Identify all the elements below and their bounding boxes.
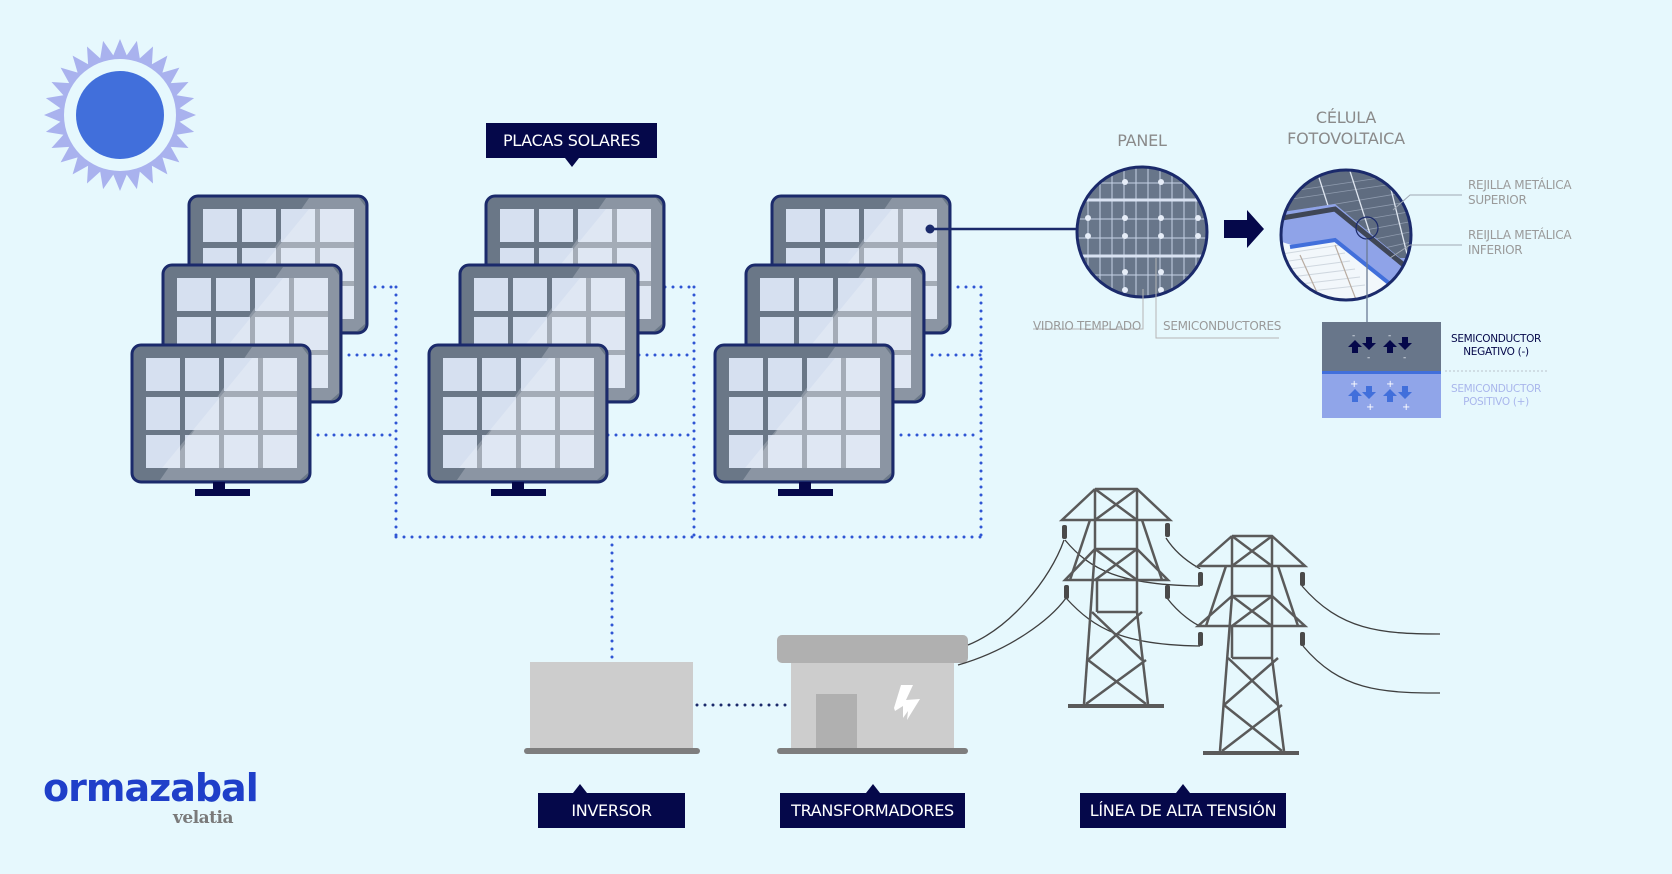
label-inverter: INVERSOR <box>538 784 685 828</box>
pointer-up-icon <box>1176 784 1190 793</box>
label-transformers: TRANSFORMADORES <box>780 784 965 828</box>
label-high-voltage-line-text: LÍNEA DE ALTA TENSIÓN <box>1089 801 1277 820</box>
power-cables <box>957 537 1441 694</box>
logo-brand: ormazabal <box>43 766 259 810</box>
positive-line1: SEMICONDUCTOR <box>1450 383 1542 395</box>
semiconductor-layers: - - - - + + + + <box>1322 322 1548 418</box>
positive-line2: POSITIVO (+) <box>1463 396 1529 408</box>
pointer-up-icon <box>573 784 587 793</box>
solar-panel <box>713 343 895 484</box>
svg-text:+: + <box>1350 379 1358 390</box>
label-inverter-text: INVERSOR <box>571 801 652 820</box>
solar-panel-group-3 <box>713 194 952 496</box>
solar-panel <box>427 343 609 484</box>
panel-stand <box>213 482 225 490</box>
upper-grid-line2: SUPERIOR <box>1468 193 1527 207</box>
panel-title: PANEL <box>1117 131 1167 150</box>
solar-panel-group-2 <box>427 194 666 496</box>
transformer <box>777 635 968 754</box>
cell-title: CÉLULA FOTOVOLTAICA <box>1276 107 1416 149</box>
upper-grid-label: REJILLA METÁLICA SUPERIOR <box>1468 178 1572 208</box>
label-high-voltage-line: LÍNEA DE ALTA TENSIÓN <box>1080 784 1286 828</box>
solar-panel-group-1 <box>130 194 369 496</box>
arrow-right-icon <box>1224 210 1264 248</box>
cell-title-line2: FOTOVOLTAICA <box>1287 129 1405 148</box>
negative-semiconductor-label: SEMICONDUCTOR NEGATIVO (-) <box>1448 333 1544 359</box>
sun-disc <box>76 71 164 159</box>
svg-text:-: - <box>1352 331 1355 341</box>
panel-stand <box>799 482 811 490</box>
label-transformers-text: TRANSFORMADORES <box>791 801 954 820</box>
lower-grid-line1: REIJLLA METÁLICA <box>1468 228 1572 242</box>
label-solar-panels-text: PLACAS SOLARES <box>502 131 641 150</box>
semiconductors-label: SEMICONDUCTORES <box>1163 319 1282 333</box>
positive-semiconductor-label: SEMICONDUCTOR POSITIVO (+) <box>1448 383 1544 409</box>
sun-icon <box>44 39 196 191</box>
transmission-tower-2 <box>1194 534 1309 752</box>
panel-magnifier <box>1033 165 1279 339</box>
upper-grid-line1: REJILLA METÁLICA <box>1468 178 1572 192</box>
lower-grid-label: REIJLLA METÁLICA INFERIOR <box>1468 228 1572 258</box>
pointer-up-icon <box>866 784 880 793</box>
svg-text:+: + <box>1366 402 1374 413</box>
transmission-tower-1 <box>1058 487 1174 706</box>
negative-line2: NEGATIVO (-) <box>1463 346 1529 358</box>
svg-text:+: + <box>1402 402 1410 413</box>
lightning-icon <box>894 685 920 720</box>
svg-text:+: + <box>1386 379 1394 390</box>
svg-text:-: - <box>1403 353 1406 363</box>
negative-line1: SEMICONDUCTOR <box>1450 333 1542 345</box>
positive-layer <box>1322 374 1441 418</box>
cell-title-line1: CÉLULA <box>1315 108 1377 127</box>
svg-text:-: - <box>1367 353 1370 363</box>
negative-layer <box>1322 322 1441 371</box>
logo-parent: velatia <box>173 808 234 828</box>
solar-panel <box>130 343 312 484</box>
panel-stand <box>512 482 524 490</box>
svg-text:-: - <box>1388 331 1391 341</box>
dc-wiring <box>308 285 983 660</box>
label-solar-panels: PLACAS SOLARES <box>486 123 657 167</box>
lower-grid-line2: INFERIOR <box>1468 243 1523 257</box>
tempered-glass-label: VIDRIO TEMPLADO <box>1033 319 1141 333</box>
pointer-down-icon <box>565 158 579 167</box>
cell-magnifier <box>1279 168 1462 322</box>
inverter <box>524 662 700 754</box>
